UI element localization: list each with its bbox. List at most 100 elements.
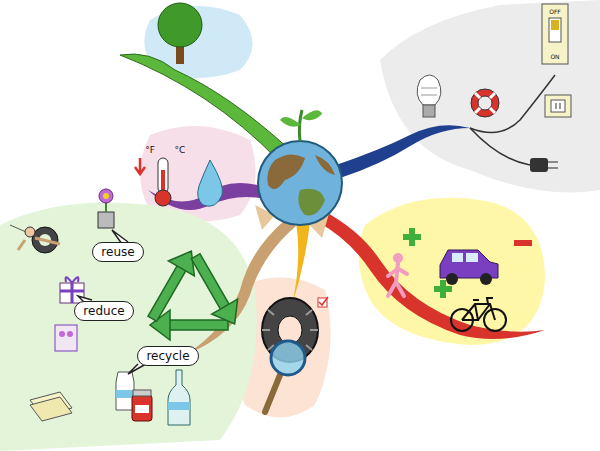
label-text: ON bbox=[550, 53, 559, 60]
flower-pot bbox=[103, 193, 109, 199]
plug bbox=[548, 162, 558, 168]
thermometer bbox=[135, 158, 145, 174]
flower-pot bbox=[98, 212, 114, 228]
light-switch bbox=[551, 20, 559, 30]
bottle bbox=[168, 370, 190, 425]
car bbox=[452, 253, 463, 262]
car bbox=[466, 253, 478, 262]
globe bbox=[258, 110, 342, 225]
tyre-swing bbox=[18, 238, 60, 250]
plus-sign bbox=[403, 234, 421, 240]
globe bbox=[280, 117, 301, 127]
water-drop bbox=[198, 160, 223, 206]
cable bbox=[470, 128, 530, 165]
plus-sign bbox=[434, 286, 452, 292]
speech-bubble: reduce bbox=[74, 301, 133, 321]
plug bbox=[530, 158, 548, 172]
magnifier bbox=[265, 375, 280, 412]
jam-jar bbox=[135, 405, 149, 413]
label-text: °C bbox=[175, 145, 186, 155]
walker bbox=[388, 253, 407, 296]
branch bbox=[292, 222, 310, 305]
bottle bbox=[168, 402, 190, 410]
gift-box bbox=[66, 277, 79, 283]
check-mark bbox=[318, 298, 327, 307]
branch bbox=[120, 54, 290, 160]
walker bbox=[388, 263, 407, 296]
tyre-swing bbox=[10, 225, 60, 253]
thermometer bbox=[155, 190, 171, 206]
bicycle bbox=[451, 298, 506, 331]
car bbox=[440, 250, 498, 285]
magnifier bbox=[265, 341, 305, 412]
jam-jar bbox=[133, 390, 151, 396]
magnifier bbox=[271, 341, 305, 375]
label: °F bbox=[145, 145, 155, 155]
bubble-text: recycle bbox=[146, 349, 189, 363]
light-bulb bbox=[423, 105, 435, 117]
newspapers bbox=[30, 392, 72, 421]
branch bbox=[336, 125, 470, 178]
car bbox=[446, 273, 458, 285]
minus-sign bbox=[514, 240, 532, 246]
label-text: OFF bbox=[549, 8, 561, 15]
tree bbox=[158, 3, 202, 47]
branch bbox=[318, 210, 545, 339]
region-ground bbox=[0, 203, 257, 451]
life-buoy bbox=[471, 89, 499, 117]
light-switch bbox=[542, 4, 568, 64]
label: °C bbox=[175, 145, 186, 155]
label-text: °F bbox=[145, 145, 155, 155]
tyre-swing bbox=[25, 227, 35, 237]
label: ON bbox=[550, 53, 559, 60]
packet bbox=[67, 331, 73, 337]
globe bbox=[298, 189, 325, 216]
recycle-symbol bbox=[212, 299, 248, 331]
light-switch bbox=[542, 4, 568, 64]
milk-carton bbox=[116, 372, 134, 410]
water-drop bbox=[198, 160, 223, 206]
globe bbox=[302, 110, 322, 120]
light-bulb bbox=[417, 75, 441, 117]
plug bbox=[530, 158, 558, 172]
socket bbox=[556, 103, 560, 109]
light-bulb bbox=[421, 88, 437, 95]
bottle bbox=[168, 370, 190, 425]
jam-jar bbox=[132, 390, 152, 421]
flower-pot bbox=[99, 189, 113, 203]
newspapers bbox=[30, 397, 72, 421]
life-buoy bbox=[471, 89, 499, 117]
thermometer bbox=[135, 158, 171, 206]
milk-carton bbox=[116, 390, 134, 398]
recycle-symbol bbox=[183, 249, 248, 332]
bicycle bbox=[462, 298, 495, 320]
jam-jar bbox=[132, 395, 152, 421]
gift-box bbox=[60, 283, 84, 303]
globe bbox=[258, 141, 342, 225]
packet bbox=[55, 325, 77, 351]
speech-bubble: reuse bbox=[92, 242, 143, 262]
light-switch bbox=[549, 18, 561, 42]
globe bbox=[315, 155, 335, 175]
socket bbox=[545, 95, 571, 117]
minus-sign bbox=[514, 240, 532, 246]
life-buoy bbox=[475, 93, 495, 113]
check-mark bbox=[318, 297, 328, 307]
flower-pot bbox=[98, 189, 114, 228]
bubble-text: reuse bbox=[101, 245, 134, 259]
label: OFF bbox=[549, 8, 561, 15]
packet bbox=[59, 331, 65, 337]
light-bulb bbox=[417, 75, 441, 105]
cable bbox=[470, 75, 555, 133]
globe bbox=[267, 154, 305, 189]
branch bbox=[120, 54, 545, 355]
car bbox=[440, 250, 498, 278]
bubble-text: reduce bbox=[83, 304, 124, 318]
speech-bubble: recycle bbox=[137, 346, 198, 366]
milk-carton bbox=[116, 372, 134, 410]
tree bbox=[158, 3, 202, 64]
car bbox=[480, 273, 492, 285]
